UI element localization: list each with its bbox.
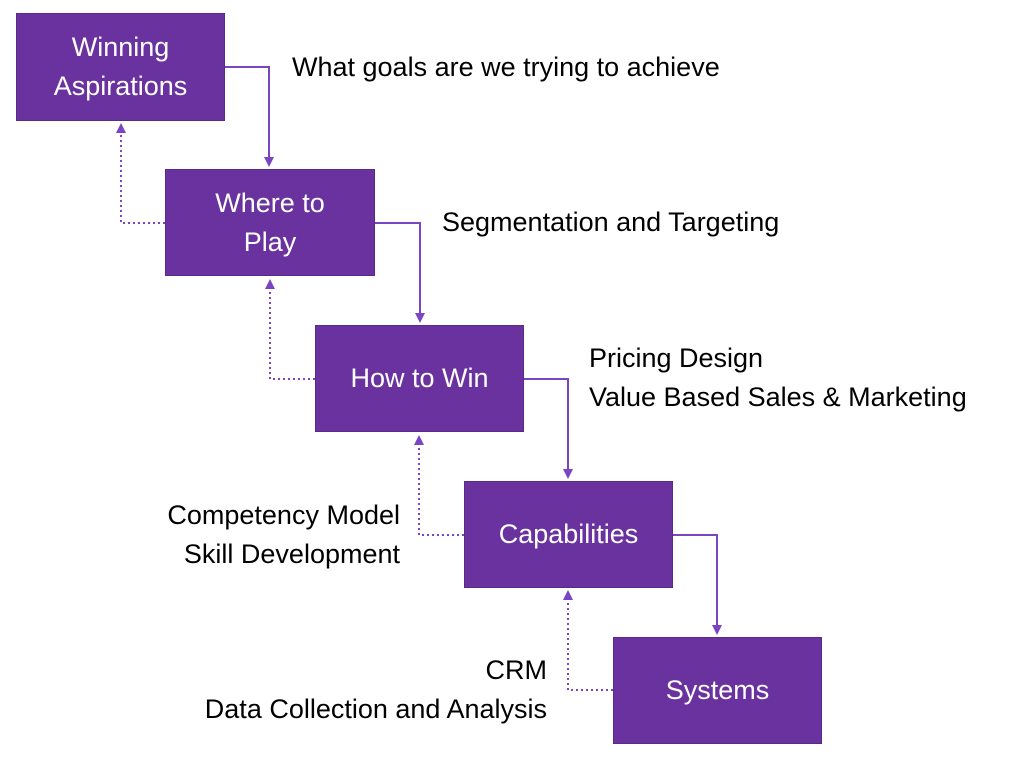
note-line: Segmentation and Targeting bbox=[442, 207, 780, 237]
step-box-where-to-play: Where to Play bbox=[165, 169, 375, 276]
step-box-winning-aspirations: Winning Aspirations bbox=[16, 13, 225, 121]
note-where-to-play: Segmentation and Targeting bbox=[442, 203, 779, 242]
note-how-to-win: Pricing Design Value Based Sales & Marke… bbox=[589, 339, 967, 417]
note-line: Data Collection and Analysis bbox=[204, 694, 547, 724]
step-label: Where to Play bbox=[215, 187, 325, 257]
feedback-arrow-2 bbox=[265, 279, 315, 380]
forward-arrow-3 bbox=[524, 378, 573, 479]
step-label: How to Win bbox=[350, 363, 489, 393]
step-label: Capabilities bbox=[498, 519, 639, 549]
forward-arrow-1 bbox=[225, 66, 274, 167]
note-capabilities: Competency Model Skill Development bbox=[167, 496, 400, 574]
feedback-arrow-4 bbox=[563, 590, 613, 691]
note-line: Pricing Design bbox=[589, 343, 764, 373]
step-label: Winning Aspirations bbox=[53, 32, 188, 101]
note-line: What goals are we trying to achieve bbox=[292, 52, 720, 82]
note-winning-aspirations: What goals are we trying to achieve bbox=[292, 48, 720, 87]
step-box-systems: Systems bbox=[613, 637, 822, 744]
note-line: Skill Development bbox=[183, 539, 400, 569]
forward-arrow-4 bbox=[673, 534, 722, 635]
note-line: CRM bbox=[485, 655, 548, 685]
step-box-capabilities: Capabilities bbox=[464, 481, 673, 588]
feedback-arrow-1 bbox=[116, 123, 165, 224]
forward-arrow-2 bbox=[375, 222, 425, 323]
step-box-how-to-win: How to Win bbox=[315, 325, 524, 432]
feedback-arrow-3 bbox=[414, 435, 464, 536]
note-systems: CRM Data Collection and Analysis bbox=[205, 651, 547, 729]
note-line: Competency Model bbox=[167, 500, 400, 530]
note-line: Value Based Sales & Marketing bbox=[589, 382, 967, 412]
step-label: Systems bbox=[665, 675, 770, 705]
